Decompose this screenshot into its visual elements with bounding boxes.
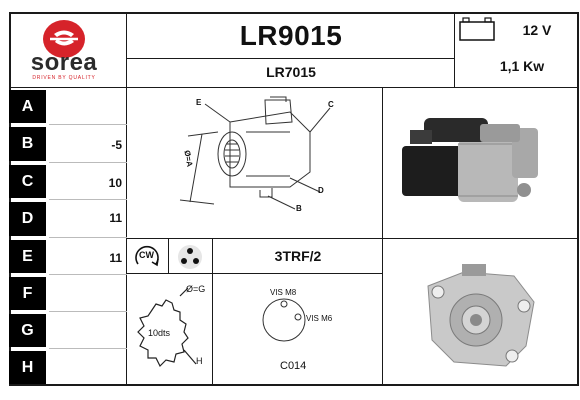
row-letter-c: C: [9, 165, 46, 198]
row-value-d: 11: [109, 211, 122, 225]
row-sep: [49, 274, 127, 275]
battery-icon: [459, 17, 495, 41]
sorea-logo-mark: [43, 20, 85, 58]
starter-photo-front: [414, 262, 554, 372]
mount-holes-icon: [174, 242, 206, 272]
dim-label-b: B: [296, 204, 302, 213]
divider-spec-row: [126, 273, 383, 274]
connector-code: C014: [280, 360, 307, 372]
divider-spec-col2: [212, 238, 213, 386]
row-letter-f: F: [9, 277, 46, 310]
starter-photo-side: [394, 100, 544, 210]
power-value: 1,1 Kw: [499, 58, 545, 74]
row-letter-g: G: [9, 314, 46, 347]
brand-name: sorea: [30, 49, 98, 76]
starter-dimension-drawing: E C Ø=A D B: [170, 92, 340, 222]
dim-label-d: D: [318, 186, 324, 195]
row-sep: [49, 124, 127, 125]
voltage-value: 12 V: [522, 22, 552, 38]
part-number: LR9015: [239, 20, 343, 51]
vis-m8-label: VIS M8: [270, 288, 297, 297]
row-sep: [49, 237, 127, 238]
pinion-h-label: H: [196, 356, 203, 366]
frame-top: [9, 12, 579, 14]
dim-label-e: E: [196, 98, 202, 107]
divider-header-mid: [126, 58, 455, 59]
divider-logo: [126, 12, 127, 385]
divider-mid-row: [126, 238, 578, 239]
divider-spec-col1: [168, 238, 169, 274]
row-sep: [49, 311, 127, 312]
row-value-b: -5: [111, 138, 122, 152]
alt-part-number: LR7015: [266, 64, 316, 80]
dim-label-c: C: [328, 100, 334, 109]
clockwise-arrow-icon: [135, 245, 159, 267]
row-letter-a: A: [9, 90, 46, 123]
row-sep: [49, 199, 127, 200]
row-letter-b: B: [9, 127, 46, 161]
pinion-diameter-label: Ø=G: [186, 284, 206, 294]
flange-drawing: VIS M8 VIS M6 C014: [240, 282, 360, 382]
row-value-c: 10: [108, 176, 122, 190]
sorea-logo: [14, 18, 114, 82]
row-letter-e: E: [9, 240, 46, 273]
pinion-gear-drawing: Ø=G 10dts H: [130, 280, 210, 380]
divider-right-column: [382, 87, 383, 385]
mount-code: 3TRF/2: [274, 248, 322, 264]
row-sep: [49, 348, 127, 349]
row-letter-d: D: [9, 202, 46, 236]
pinion-teeth-label: 10dts: [148, 328, 171, 338]
row-value-e: 11: [109, 251, 122, 265]
frame-left: [9, 12, 11, 386]
divider-header-bottom: [9, 87, 579, 88]
rotation-label: CW: [139, 250, 154, 260]
frame-right: [577, 12, 579, 386]
rotation-indicator: CW: [132, 242, 164, 270]
frame-bottom: [9, 384, 579, 386]
brand-tagline: DRIVEN BY QUALITY: [32, 75, 96, 81]
row-letter-h: H: [9, 351, 46, 384]
vis-m6-label: VIS M6: [306, 314, 333, 323]
divider-header-right: [454, 12, 455, 88]
row-sep: [49, 162, 127, 163]
